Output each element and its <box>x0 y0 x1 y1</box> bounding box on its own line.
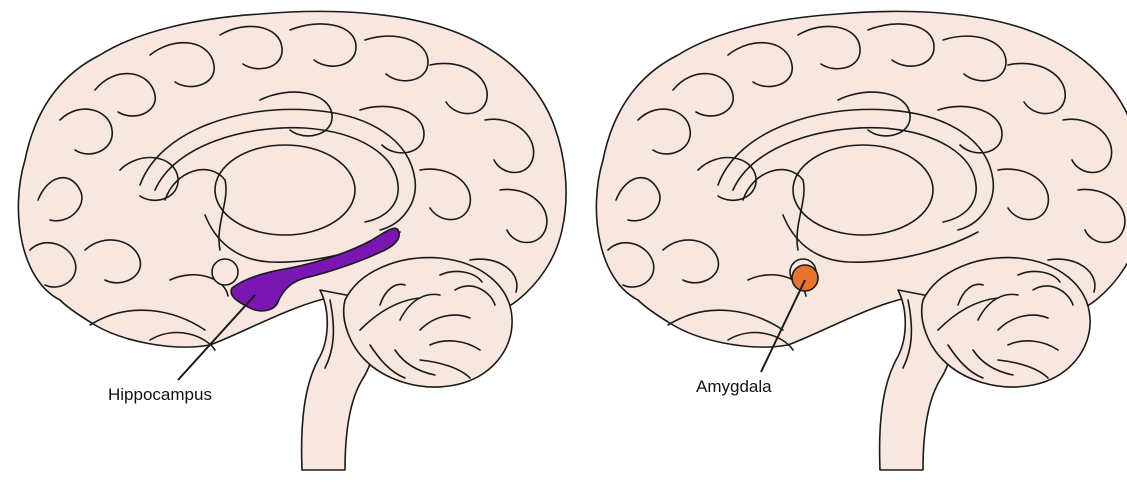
amygdala-highlight <box>792 265 818 291</box>
panel-hippocampus: Hippocampus <box>18 11 566 470</box>
brain-sagittal-left <box>18 11 566 470</box>
amygdala-label: Amygdala <box>696 377 772 396</box>
brain-sagittal-right <box>596 11 1127 470</box>
hippocampus-label: Hippocampus <box>108 385 212 404</box>
panel-amygdala: Amygdala <box>596 11 1127 470</box>
